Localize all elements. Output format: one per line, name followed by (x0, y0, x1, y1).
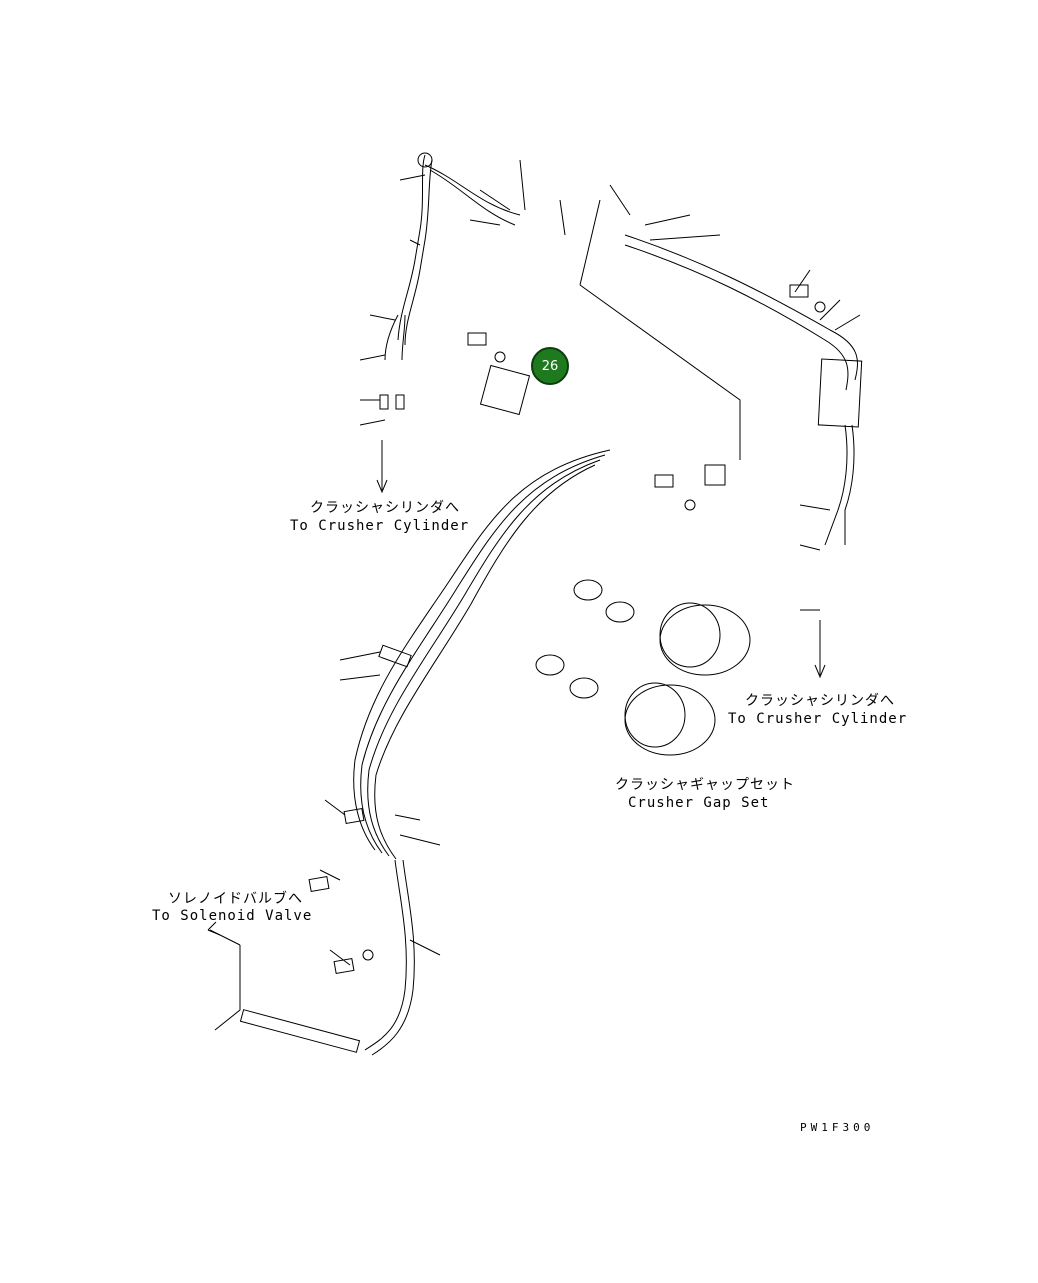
pipe-top-left (397, 154, 426, 341)
hose-left-a (384, 314, 399, 361)
label-crusher-cylinder-left-en: To Crusher Cylinder (290, 518, 470, 534)
bracket-line (579, 284, 741, 460)
pipe-right-down (824, 424, 848, 546)
fitting-left-b (395, 394, 405, 410)
fitting-left-a (379, 394, 389, 410)
callout-26-number: 26 (541, 358, 559, 374)
label-solenoid-valve-jp: ソレノイドバルブへ (168, 891, 303, 907)
pipe-right-long (624, 234, 858, 381)
hose-bundle-2 (360, 454, 606, 854)
label-crusher-cylinder-left-jp: クラッシャシリンダへ (310, 500, 460, 516)
pipe-right-down-2 (844, 424, 855, 545)
hose-bundle-4 (374, 464, 596, 860)
label-crusher-gap-set-jp: クラッシャギャップセット (615, 777, 795, 793)
pipe-top-branch (424, 164, 521, 216)
pipe-top-left-2 (404, 159, 433, 346)
pipe-loop (417, 152, 433, 168)
hose-left-b (401, 314, 406, 361)
drawing-code: PW1F300 (800, 1121, 875, 1134)
label-crusher-gap-set-en: Crusher Gap Set (628, 795, 770, 811)
gap-set-lower (624, 684, 716, 756)
pipe-top-branch-2 (429, 169, 516, 226)
label-crusher-cylinder-right-en: To Crusher Cylinder (728, 711, 908, 727)
hose-bundle-1 (353, 449, 611, 851)
pipe-lower (364, 859, 407, 1051)
pipe-right-long-2 (624, 244, 849, 391)
pipe-lower-2 (371, 859, 415, 1056)
label-solenoid-valve-en: To Solenoid Valve (152, 908, 313, 924)
callout-26-button[interactable]: 26 (531, 347, 569, 385)
hose-bundle-3 (367, 459, 601, 857)
clamp-right (817, 358, 863, 428)
label-crusher-cylinder-right-jp: クラッシャシリンダへ (745, 693, 895, 709)
gap-set-upper (659, 604, 751, 676)
